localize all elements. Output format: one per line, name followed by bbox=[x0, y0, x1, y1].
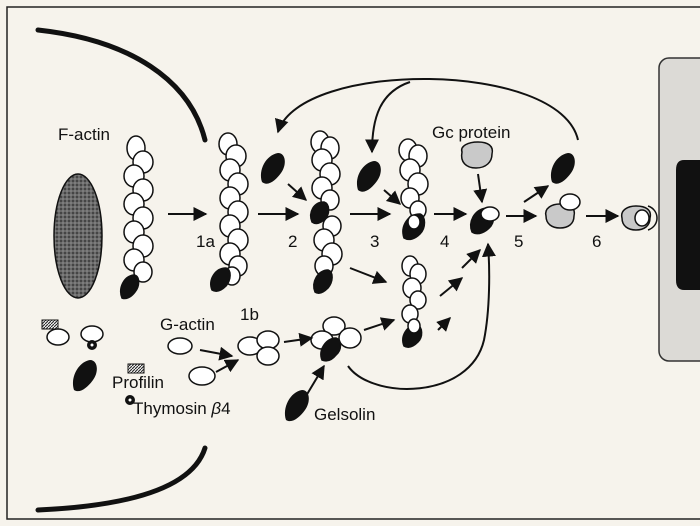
profilin-symbol-legend-left bbox=[42, 320, 58, 329]
filament-1a bbox=[211, 133, 248, 291]
step-6: 6 bbox=[592, 232, 601, 251]
label-f-actin: F-actin bbox=[58, 125, 110, 144]
g-actin-with-thymosin bbox=[81, 326, 103, 342]
label-thymosin: Thymosin β4 bbox=[133, 399, 231, 418]
filament-2 bbox=[311, 131, 342, 293]
receptor-bound-complex bbox=[622, 206, 657, 230]
receptor-dark-edge bbox=[676, 160, 700, 290]
g-actin-monomer-2 bbox=[189, 367, 215, 385]
nucleus bbox=[54, 174, 102, 298]
g-actin-monomer-1 bbox=[168, 338, 192, 354]
step-3: 3 bbox=[370, 232, 379, 251]
gc-actin-complex bbox=[546, 194, 580, 228]
gelsolin-free-3 bbox=[551, 153, 575, 184]
gelsolin-free-2 bbox=[357, 161, 381, 192]
step-1b: 1b bbox=[240, 305, 259, 324]
actin-trimer-1b bbox=[238, 331, 279, 365]
gelsolin-free-bottom bbox=[285, 390, 309, 421]
cell-membrane-top bbox=[38, 30, 205, 140]
profilin-legend-icon bbox=[128, 364, 144, 373]
label-g-actin: G-actin bbox=[160, 315, 215, 334]
label-gelsolin: Gelsolin bbox=[314, 405, 375, 424]
step-1a: 1a bbox=[196, 232, 215, 251]
gelsolin-nucleus bbox=[311, 317, 361, 361]
short-filament-lower bbox=[402, 256, 426, 347]
cell-membrane-bottom bbox=[38, 448, 205, 510]
f-actin-filament bbox=[121, 136, 153, 299]
step-2: 2 bbox=[288, 232, 297, 251]
step-4: 4 bbox=[440, 232, 449, 251]
gelsolin-free-lower bbox=[73, 360, 97, 391]
label-profilin: Profilin bbox=[112, 373, 164, 392]
complex-step4 bbox=[471, 207, 499, 234]
step-5: 5 bbox=[514, 232, 523, 251]
gelsolin-free-1 bbox=[261, 153, 285, 184]
gc-protein bbox=[462, 142, 493, 168]
label-gc-protein: Gc protein bbox=[432, 123, 510, 142]
diagram-frame bbox=[7, 7, 700, 519]
g-actin-with-profilin bbox=[47, 329, 69, 345]
filament-3 bbox=[399, 139, 428, 239]
